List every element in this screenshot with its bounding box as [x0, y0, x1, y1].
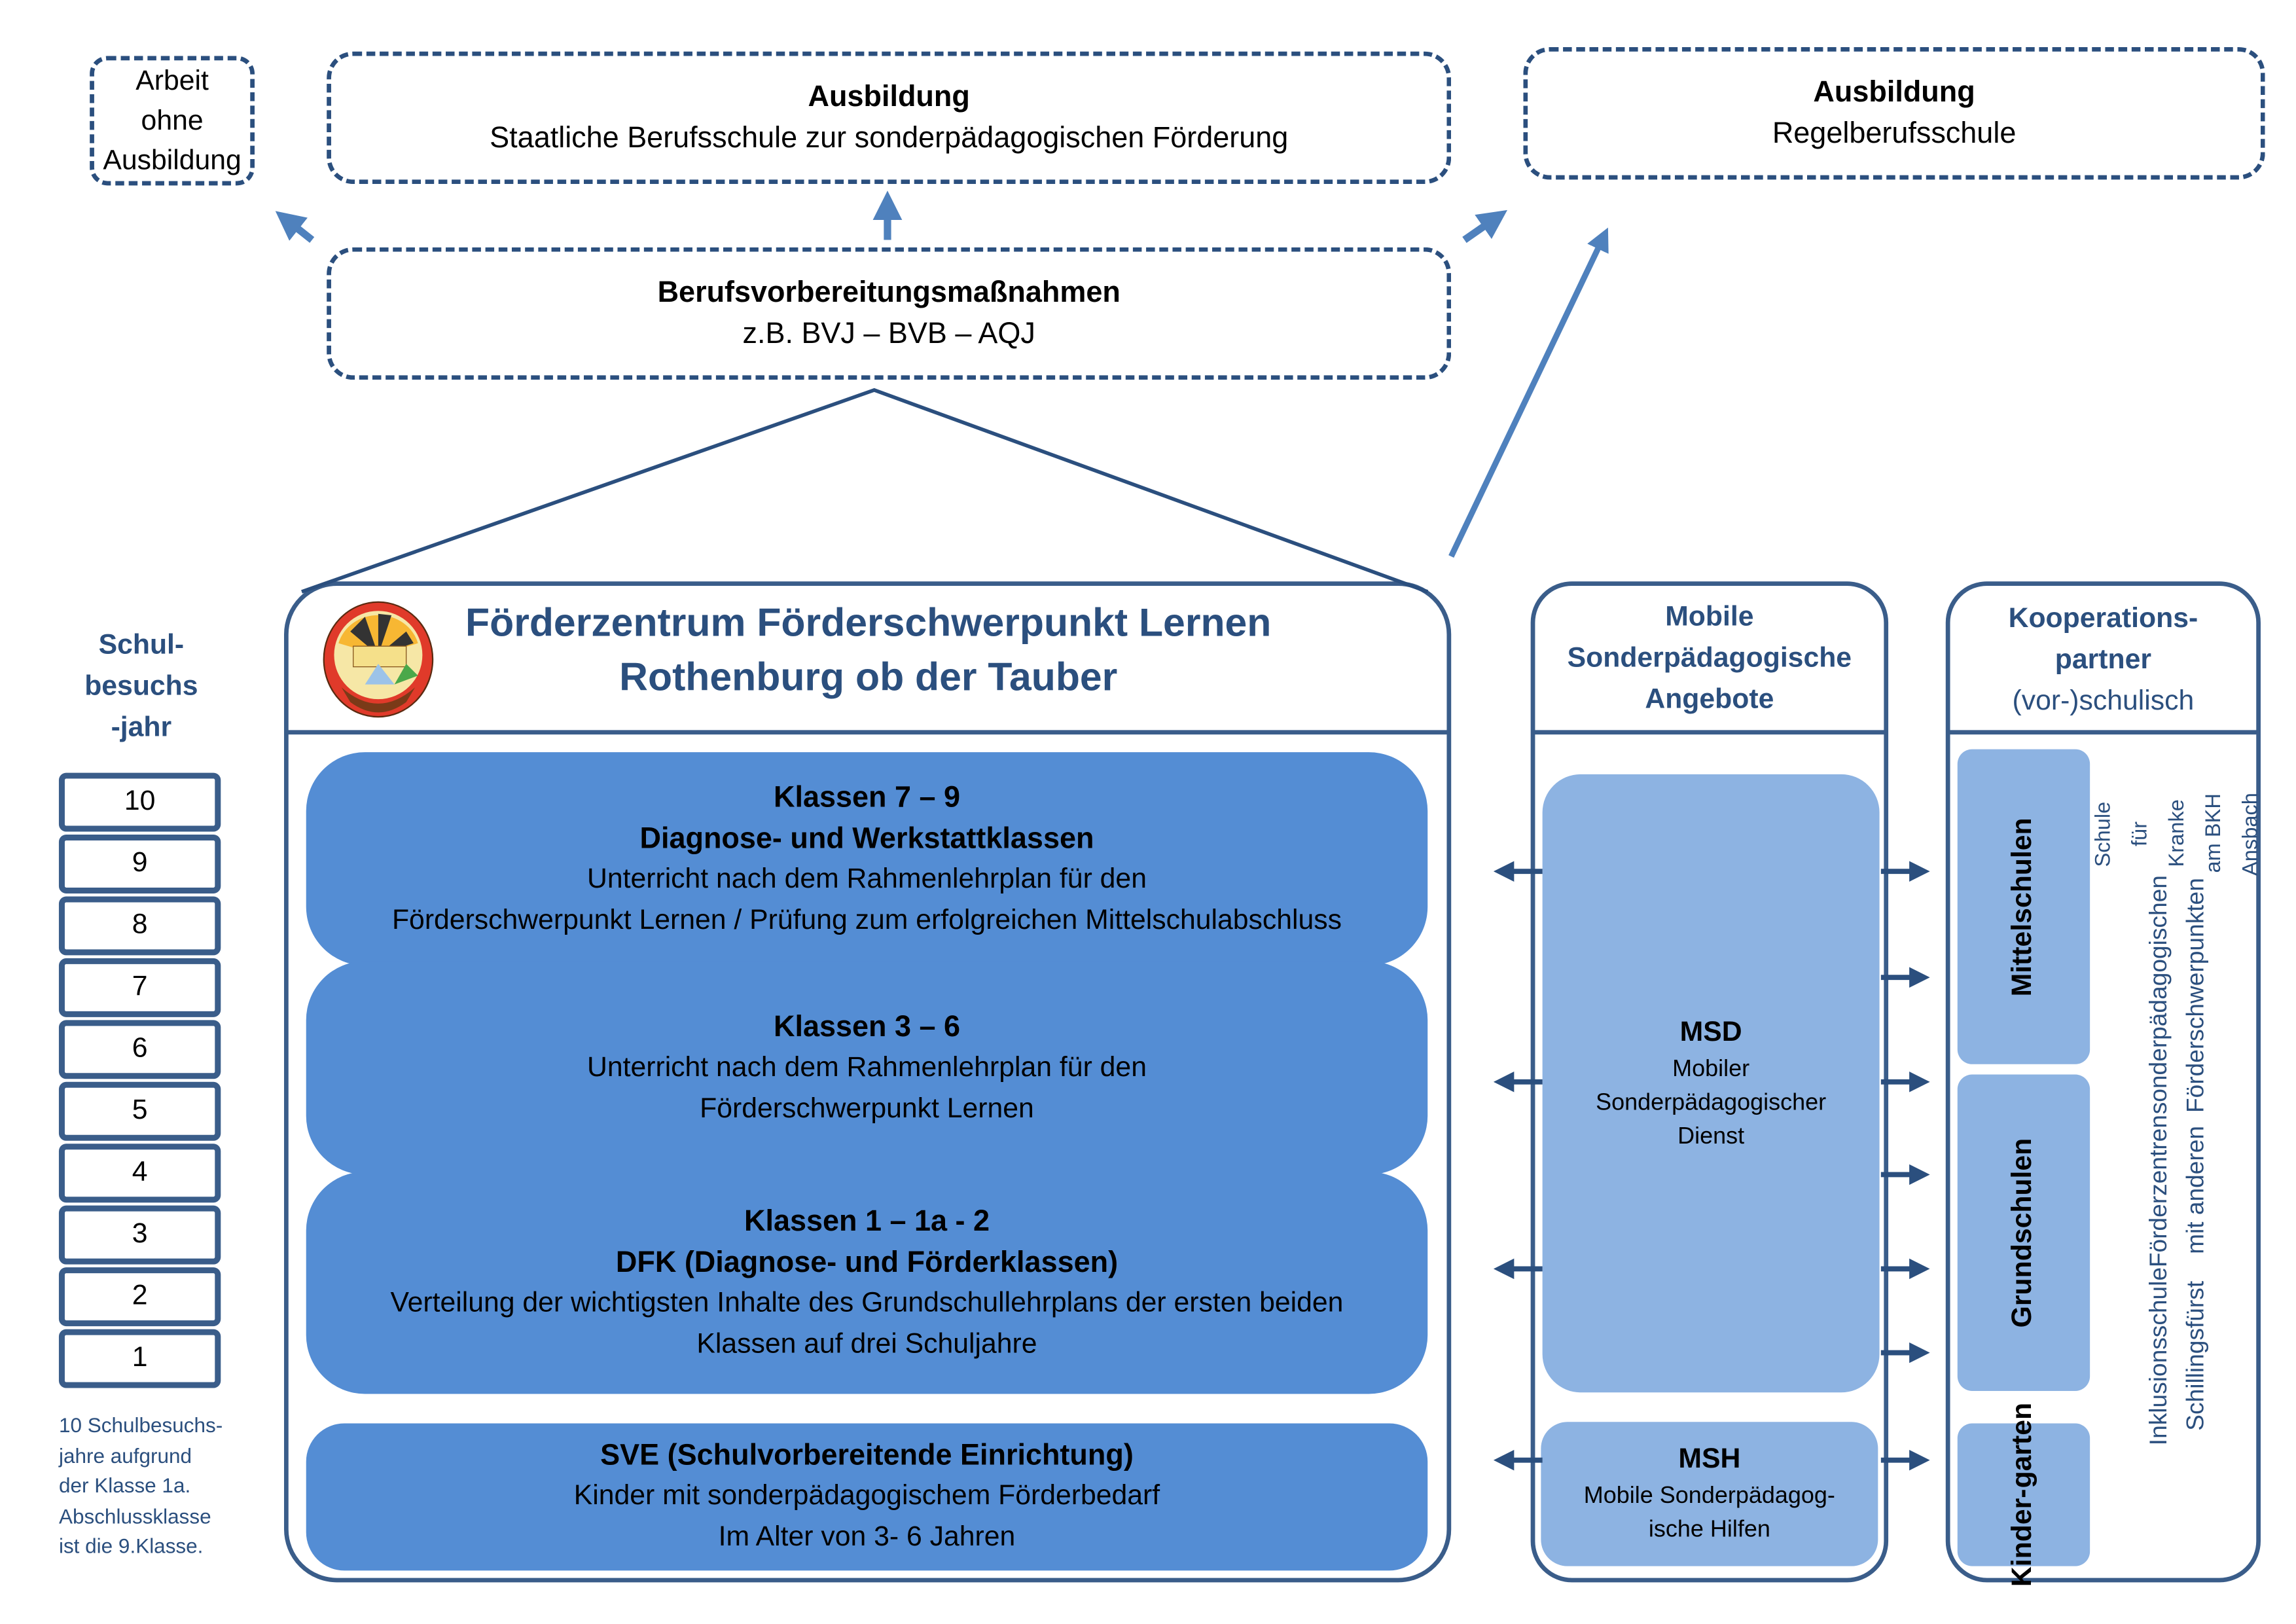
block-heading: Diagnose- und Werkstattklassen	[639, 821, 1094, 855]
arbeit-line: ohne	[141, 105, 204, 137]
year-box: 9	[58, 835, 221, 893]
year-box: 6	[58, 1020, 221, 1079]
arbeit-line: Arbeit	[135, 65, 209, 97]
arrow-to-ausbildung-regel	[1462, 209, 1508, 244]
year-box: 1	[58, 1329, 221, 1388]
partner-grundschulen: Grundschulen	[1957, 1074, 2090, 1392]
block-text: Unterricht nach dem Rahmenlehrplan für d…	[586, 1051, 1147, 1083]
msd-text: Sonderpädagogischer	[1596, 1090, 1827, 1115]
msd-text: Mobiler	[1672, 1056, 1750, 1081]
box-title: Berufsvorbereitungsmaßnahmen	[657, 276, 1121, 310]
year-box: 7	[58, 958, 221, 1017]
divider	[287, 730, 1448, 735]
msh-text: Mobile Sonderpädagog-	[1583, 1483, 1835, 1509]
partners-heading: Kooperations- partner (vor-)schulisch	[1948, 599, 2257, 723]
partner-label: garten	[2007, 1403, 2039, 1489]
block-text: Unterricht nach dem Rahmenlehrplan für d…	[586, 863, 1147, 895]
mobile-heading: Mobile Sonderpädagogische Angebote	[1534, 598, 1885, 721]
heading-line: Mobile	[1665, 602, 1754, 633]
msd-text: Dienst	[1677, 1123, 1745, 1149]
years-heading-line: -jahr	[111, 712, 172, 744]
heading-sub: (vor-)schulisch	[2012, 685, 2195, 717]
block-heading: DFK (Diagnose- und Förderklassen)	[615, 1246, 1119, 1278]
block-klassen-1-2: Klassen 1 – 1a - 2 DFK (Diagnose- und Fö…	[306, 1171, 1428, 1394]
msh-text: ische Hilfen	[1648, 1517, 1770, 1543]
msd-box: MSD Mobiler Sonderpädagogischer Dienst	[1542, 774, 1880, 1393]
arrow-to-arbeit	[275, 211, 315, 243]
divider	[1534, 730, 1886, 735]
partner-other: Schule für Kranke am BKH Ansbach	[2092, 792, 2263, 876]
year-box: 5	[58, 1081, 221, 1141]
title-line-2: Rothenburg ob der Tauber	[619, 655, 1118, 700]
years-heading: Schul- besuchs -jahr	[59, 626, 224, 749]
box-ausbildung-regel: Ausbildung Regelberufsschule	[1523, 46, 2265, 180]
block-klassen-3-6: Klassen 3 – 6 Unterricht nach dem Rahmen…	[306, 961, 1428, 1175]
msh-title: MSH	[1678, 1443, 1741, 1475]
box-title: Ausbildung	[1813, 76, 1975, 109]
partner-mittelschulen: Mittelschulen	[1957, 749, 2090, 1064]
heading-line: Angebote	[1645, 684, 1774, 715]
block-text: Im Alter von 3- 6 Jahren	[718, 1522, 1016, 1553]
box-subtitle: z.B. BVJ – BVB – AQJ	[742, 317, 1035, 351]
arbeit-line: Ausbildung	[103, 145, 242, 176]
heading-line: Sonderpädagogische	[1567, 643, 1852, 674]
block-heading: Klassen 7 – 9	[773, 780, 960, 814]
partner-label: Grundschulen	[2007, 1138, 2039, 1328]
heading-line: partner	[2054, 644, 2152, 676]
box-subtitle: Regelberufsschule	[1772, 117, 2017, 151]
year-box: 4	[58, 1144, 221, 1203]
year-box: 8	[58, 896, 221, 956]
block-text: Verteilung der wichtigsten Inhalte des G…	[390, 1287, 1344, 1318]
title-line-1: Förderzentrum Förderschwerpunkt Lernen	[465, 600, 1272, 645]
years-heading-line: besuchs	[84, 671, 198, 702]
school-logo	[321, 599, 435, 719]
partner-label: Kinder-	[2007, 1489, 2039, 1587]
partner-other: Förderzentren mit anderen	[2145, 1114, 2210, 1267]
note-line: der Klasse 1a.	[58, 1473, 191, 1497]
block-text: Klassen auf drei Schuljahre	[696, 1328, 1037, 1360]
box-title: Ausbildung	[808, 81, 970, 114]
years-note: 10 Schulbesuchs- jahre aufgrund der Klas…	[59, 1410, 250, 1561]
partner-others: Inklusionsschule Schillingsfürst Förderz…	[2092, 792, 2263, 1445]
block-klassen-7-9: Klassen 7 – 9 Diagnose- und Werkstattkla…	[306, 752, 1428, 966]
year-box: 3	[58, 1205, 221, 1265]
block-sve: SVE (Schulvorbereitende Einrichtung) Kin…	[306, 1423, 1428, 1571]
note-line: 10 Schulbesuchs-	[58, 1413, 223, 1437]
note-line: ist die 9.Klasse.	[58, 1534, 204, 1558]
arrow-direct-regel	[1448, 227, 1609, 558]
years-heading-line: Schul-	[98, 630, 185, 661]
partner-kindergarten: Kinder- garten	[1957, 1403, 2090, 1587]
msd-title: MSD	[1679, 1016, 1742, 1047]
year-box: 10	[58, 772, 221, 832]
block-text: Förderschwerpunkt Lernen / Prüfung zum e…	[391, 904, 1342, 936]
block-heading: Klassen 1 – 1a - 2	[744, 1204, 990, 1238]
block-text: Kinder mit sonderpädagogischem Förderbed…	[573, 1481, 1160, 1512]
note-line: jahre aufgrund	[58, 1443, 192, 1467]
note-line: Abschlussklasse	[58, 1504, 211, 1528]
divider	[1948, 730, 2258, 735]
roof-outline	[301, 388, 1429, 594]
box-berufsvorbereitung: Berufsvorbereitungsmaßnahmen z.B. BVJ – …	[327, 247, 1452, 380]
year-box: 2	[58, 1267, 221, 1327]
foerderzentrum-title: Förderzentrum Förderschwerpunkt Lernen R…	[442, 596, 1295, 705]
box-subtitle: Staatliche Berufsschule zur sonderpädago…	[490, 122, 1289, 155]
msh-box: MSH Mobile Sonderpädagog- ische Hilfen	[1541, 1422, 1878, 1566]
partner-other: Inklusionsschule Schillingsfürst	[2145, 1267, 2210, 1445]
block-heading: Klassen 3 – 6	[773, 1010, 960, 1043]
block-heading: SVE (Schulvorbereitende Einrichtung)	[600, 1439, 1134, 1472]
heading-line: Kooperations-	[2008, 603, 2198, 635]
box-ausbildung-sonder: Ausbildung Staatliche Berufsschule zur s…	[327, 51, 1452, 185]
block-text: Förderschwerpunkt Lernen	[700, 1092, 1034, 1124]
partner-other: sonderpädagogischen Förderschwerpunkten	[2145, 875, 2210, 1115]
partner-label: Mittelschulen	[2007, 817, 2039, 996]
box-arbeit-ohne-ausbildung: Arbeit ohne Ausbildung	[90, 56, 255, 186]
